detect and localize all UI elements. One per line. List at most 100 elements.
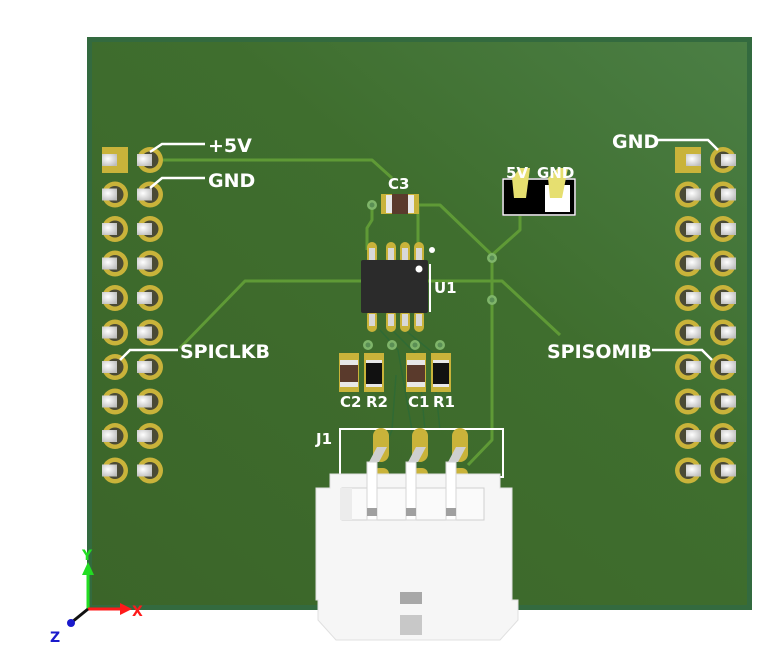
pin-post xyxy=(137,154,152,166)
header-pin xyxy=(710,354,736,380)
power-jumper[interactable]: 5V GND xyxy=(502,164,576,216)
pin-post xyxy=(721,292,736,304)
label-gnd-right: GND xyxy=(612,131,659,153)
via-hole xyxy=(389,342,395,348)
u1-pin1-marker xyxy=(415,265,423,273)
pin-post xyxy=(686,292,701,304)
j1-pin-bend xyxy=(369,447,387,462)
pin-post xyxy=(137,257,152,270)
trace-c3-left-u1 xyxy=(365,205,374,250)
j1-pin-bend xyxy=(408,447,426,462)
jumper-pin-5v xyxy=(512,168,530,198)
trace-to-j1 xyxy=(466,298,494,467)
axis-gizmo: Y X Z xyxy=(50,548,143,646)
pin-post xyxy=(137,188,152,201)
u1-silk-dot xyxy=(429,247,435,253)
header-pin xyxy=(102,457,128,484)
header-pin xyxy=(675,285,701,311)
trace-5v-to-c3 xyxy=(150,158,394,180)
u1-lead-bottom xyxy=(369,314,375,326)
j1-pin xyxy=(405,461,417,521)
pin-post xyxy=(721,223,736,235)
trace-spiclkb xyxy=(178,279,362,350)
j1-latch-bottom xyxy=(400,615,422,635)
cap-body xyxy=(407,365,425,382)
axis-x-label: X xyxy=(132,604,143,620)
pin-post xyxy=(102,292,117,304)
label-jumper-5v: 5V xyxy=(506,164,528,182)
component-c3[interactable]: C3 xyxy=(381,175,419,214)
header-pin xyxy=(102,181,128,208)
c3-body xyxy=(392,194,408,214)
header-pin xyxy=(675,147,701,173)
header-pin xyxy=(710,388,736,415)
label-u1: U1 xyxy=(434,279,457,297)
axis-z-dot xyxy=(67,619,75,627)
axis-z-line xyxy=(71,607,89,624)
vias xyxy=(363,200,497,350)
cap-body xyxy=(340,365,358,382)
capacitor xyxy=(339,353,359,392)
pin-post xyxy=(721,257,736,270)
header-pin xyxy=(137,147,163,173)
u1-body xyxy=(361,260,428,313)
header-pin xyxy=(137,354,163,380)
header-pin xyxy=(710,285,736,311)
pin-post xyxy=(137,430,152,442)
header-pin xyxy=(675,457,701,484)
pin-post xyxy=(137,464,152,477)
label-plus5v: +5V xyxy=(208,135,252,157)
pin-post xyxy=(686,395,701,408)
copper-traces xyxy=(150,158,562,467)
via-hole xyxy=(412,342,418,348)
header-pin xyxy=(102,423,128,449)
pin-post xyxy=(137,361,152,373)
label-spisomib: SPISOMIB xyxy=(547,341,652,363)
pin-post xyxy=(686,257,701,270)
label-c2: C2 xyxy=(340,393,361,411)
passive-components xyxy=(339,353,451,392)
header-pin xyxy=(102,216,128,242)
label-spiclkb: SPICLKB xyxy=(180,341,270,363)
label-jumper-gnd: GND xyxy=(537,164,574,182)
via-hole xyxy=(365,342,371,348)
j1-pin xyxy=(366,461,378,521)
pin-post xyxy=(102,154,117,166)
u1-lead-top xyxy=(369,248,375,260)
pin-post xyxy=(686,223,701,235)
header-pin xyxy=(675,319,701,346)
res-body xyxy=(433,363,449,384)
header-pin xyxy=(102,285,128,311)
pin-post xyxy=(102,395,117,408)
u1-lead-top xyxy=(402,248,408,260)
header-pin xyxy=(137,457,163,484)
axis-y-arrow xyxy=(82,562,94,575)
header-pin xyxy=(137,250,163,277)
header-pin xyxy=(137,388,163,415)
resistor xyxy=(364,353,384,392)
res-body xyxy=(366,363,382,384)
u1-pins xyxy=(367,242,424,332)
pin-post xyxy=(721,188,736,201)
right-pin-header xyxy=(675,147,736,484)
component-j1[interactable]: J1 xyxy=(315,428,519,641)
header-pin xyxy=(710,457,736,484)
pin-post xyxy=(721,326,736,339)
header-pin xyxy=(102,388,128,415)
header-pin xyxy=(710,216,736,242)
axis-x-arrow xyxy=(120,603,132,615)
via-hole xyxy=(489,255,495,261)
trace-c3-right xyxy=(418,203,494,257)
left-pin-header xyxy=(102,147,163,484)
label-c3: C3 xyxy=(388,175,409,193)
axis-y-label: Y xyxy=(81,548,93,564)
pin-post xyxy=(102,257,117,270)
label-r1: R1 xyxy=(433,393,455,411)
j1-pins xyxy=(366,447,466,521)
header-pin xyxy=(675,423,701,449)
pin-post xyxy=(102,188,117,201)
header-pin xyxy=(675,250,701,277)
capacitor xyxy=(406,353,426,392)
component-u1[interactable]: U1 xyxy=(361,242,457,332)
